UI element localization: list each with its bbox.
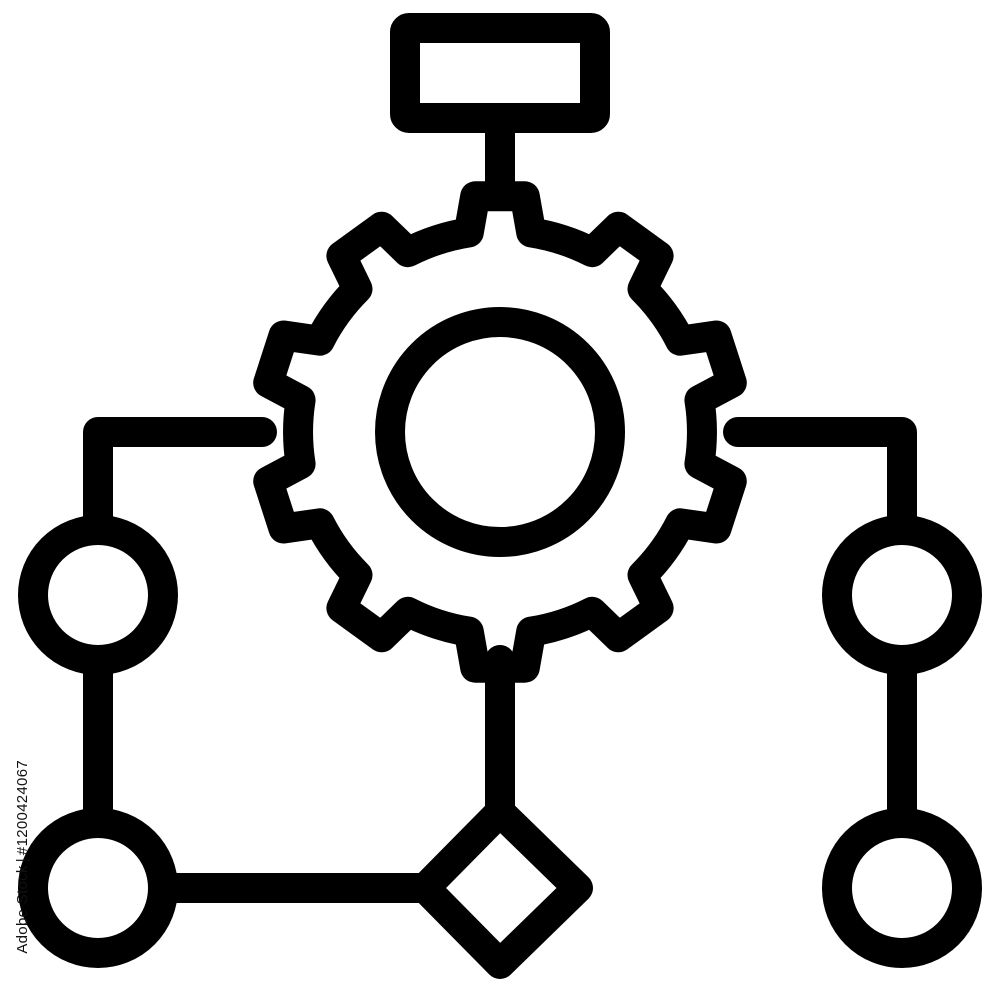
watermark-brand: Adobe Stock: [14, 865, 31, 954]
stock-watermark: Adobe Stock | #1200424067: [14, 760, 31, 954]
top-process-box: [390, 13, 610, 133]
node-right-upper: [822, 515, 982, 675]
decision-diamond: [410, 797, 593, 979]
node-left-lower: [18, 808, 178, 968]
connector-right: [723, 417, 917, 545]
gear-hub: [375, 307, 625, 557]
node-right-lower: [822, 808, 982, 968]
node-left-upper: [18, 515, 178, 675]
gear-icon: [253, 181, 747, 683]
watermark-id: #1200424067: [14, 760, 31, 856]
watermark-separator: |: [14, 858, 31, 863]
connector-left: [83, 417, 277, 545]
